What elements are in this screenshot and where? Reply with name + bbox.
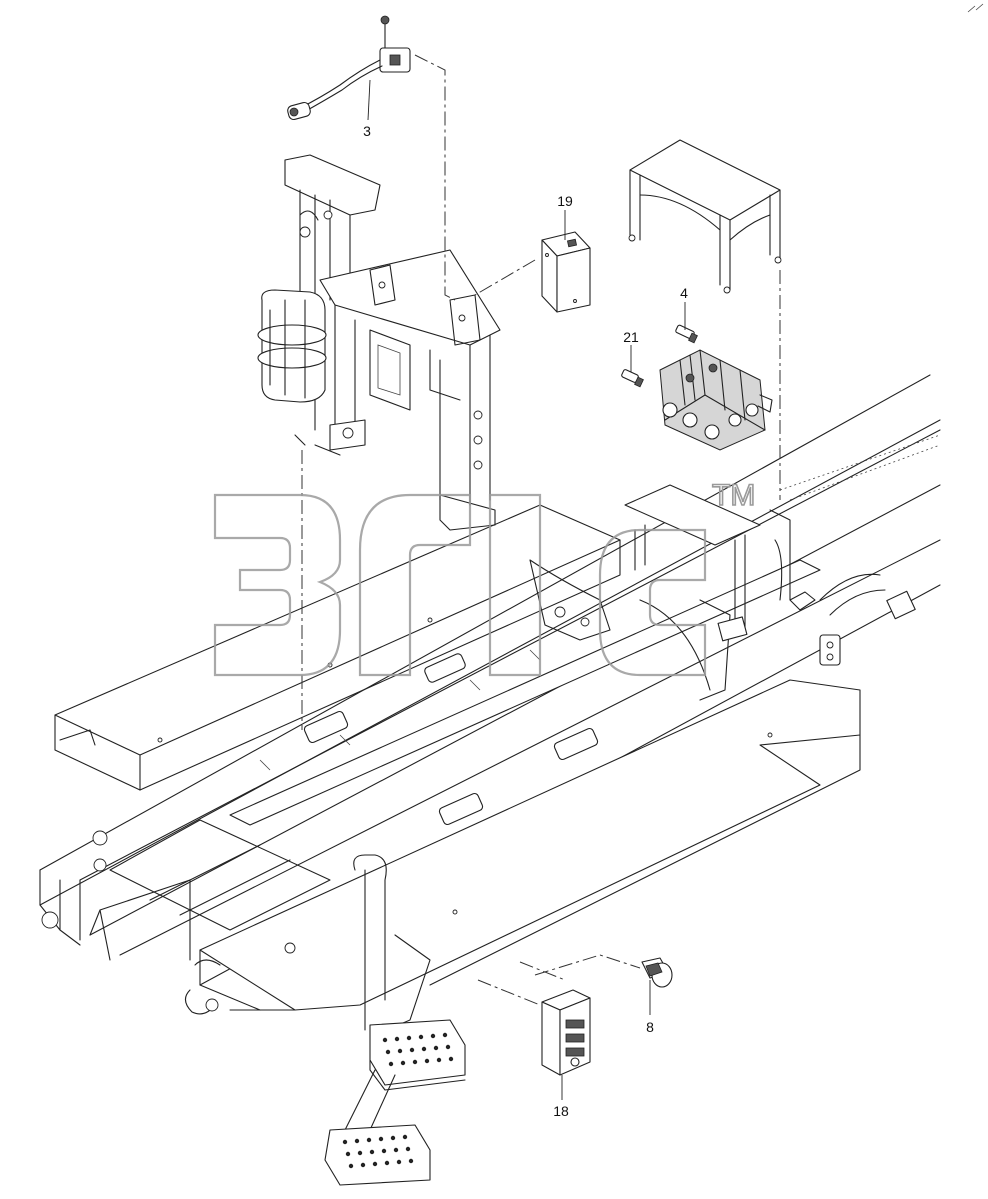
part-19-box: [541, 231, 591, 313]
part-8-lamp: [641, 957, 673, 988]
part-21-fitting: [621, 369, 644, 388]
step-ladder: [324, 854, 466, 1186]
part-18-switch-panel: [541, 989, 591, 1076]
control-mast: [257, 154, 501, 531]
part-3-sensor: [287, 15, 411, 121]
callout-19: 19: [557, 193, 573, 209]
callout-3: 3: [363, 123, 371, 139]
watermark-logo: TM: [213, 478, 756, 677]
callout-18: 18: [553, 1103, 569, 1119]
center-rail-slots: [229, 559, 821, 826]
part-4-fitting: [675, 324, 698, 344]
cover-hood: [628, 139, 782, 294]
valve-mount-frame: [529, 484, 916, 701]
corner-mark: [967, 3, 984, 13]
callouts: 3 19 4 21 8 18: [363, 79, 688, 1119]
watermark-trademark: TM: [712, 479, 755, 512]
callout-21: 21: [623, 329, 639, 345]
callout-4: 4: [680, 285, 688, 301]
upper-platform: [54, 504, 621, 791]
callout-8: 8: [646, 1019, 654, 1035]
assembly-lines: [301, 54, 781, 1006]
hydraulic-valve-block: [659, 349, 773, 451]
